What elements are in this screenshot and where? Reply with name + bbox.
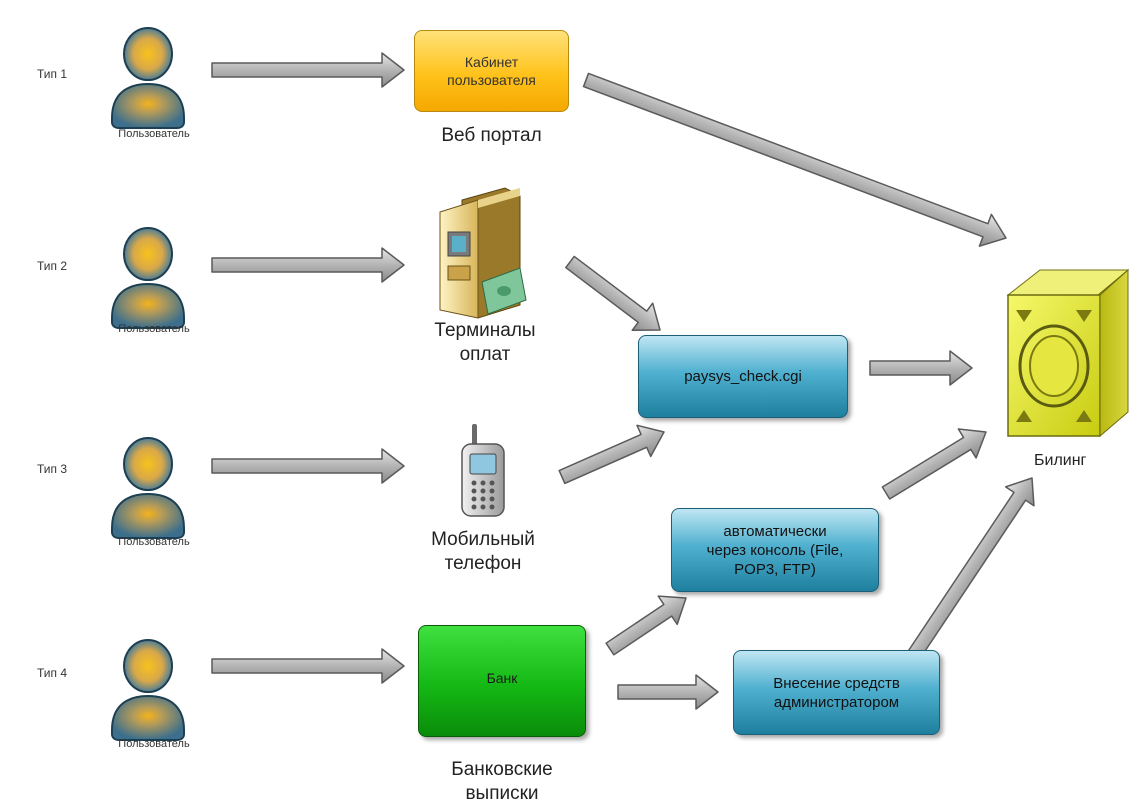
billing-server-icon (1006, 268, 1129, 438)
admin-deposit-box[interactable]: Внесение средств администратором (733, 650, 940, 735)
user-caption-2: Пользователь (118, 323, 190, 335)
cabinet-line-2: пользователя (447, 72, 536, 88)
bank-label: Банк (486, 670, 518, 686)
user-icon-4 (111, 639, 185, 741)
cabinet-line-1: Кабинет (464, 54, 519, 70)
mobile-line-2: телефон (444, 553, 522, 574)
terminals-line-1: Терминалы (434, 320, 536, 341)
arrow-user1-cabinet (211, 52, 405, 88)
user-icon-3 (111, 437, 185, 539)
user-icon-1 (111, 27, 185, 129)
bank-box[interactable]: Банк (418, 625, 586, 737)
arrow-cabinet-billing (582, 72, 1007, 247)
admin-line-2: администратором (773, 693, 900, 711)
flow-arrows (211, 52, 1035, 710)
user-cabinet-box[interactable]: Кабинет пользователя (414, 30, 569, 112)
type-label-3: Тип 3 (37, 462, 68, 476)
arrow-admin-billing (907, 477, 1035, 660)
terminals-caption: Терминалы оплат (400, 319, 570, 367)
arrow-user4-bank (211, 648, 405, 684)
bank-line-1: Банковские (451, 759, 553, 780)
arrow-user3-mobile (211, 448, 405, 484)
terminals-line-2: оплат (459, 344, 511, 365)
auto-line-2: через консоль (File, (706, 541, 844, 559)
paysys-label: paysys_check.cgi (684, 368, 802, 385)
auto-console-box[interactable]: автоматически через консоль (File, POP3,… (671, 508, 879, 592)
auto-line-1: автоматически (723, 522, 827, 540)
billing-caption: Билинг (1034, 452, 1087, 469)
bank-line-2: выписки (465, 783, 539, 804)
arrow-mobile-paysys (558, 424, 665, 485)
user-caption-4: Пользователь (118, 738, 190, 750)
type-label-4: Тип 4 (37, 666, 68, 680)
type-label-1: Тип 1 (37, 67, 68, 81)
mobile-phone-icon (461, 424, 505, 517)
admin-line-1: Внесение средств (773, 674, 900, 692)
arrow-bank-auto (605, 595, 687, 656)
bank-statements-caption: Банковские выписки (412, 758, 592, 806)
arrow-bank-admin (617, 674, 719, 710)
mobile-caption: Мобильный телефон (398, 528, 568, 576)
mobile-line-1: Мобильный (431, 529, 535, 550)
arrow-paysys-billing (869, 350, 973, 386)
paysys-check-box[interactable]: paysys_check.cgi (638, 335, 848, 418)
arrow-terminal-paysys (565, 255, 661, 332)
arrow-user2-terminal (211, 247, 405, 283)
user-icon-2 (111, 227, 185, 329)
payment-terminal-icon (439, 187, 527, 319)
auto-line-3: POP3, FTP) (734, 560, 816, 578)
arrow-auto-billing (881, 428, 987, 500)
user-caption-3: Пользователь (118, 536, 190, 548)
user-caption-1: Пользователь (118, 128, 190, 140)
type-label-2: Тип 2 (37, 259, 68, 273)
web-portal-caption: Веб портал (441, 125, 542, 146)
